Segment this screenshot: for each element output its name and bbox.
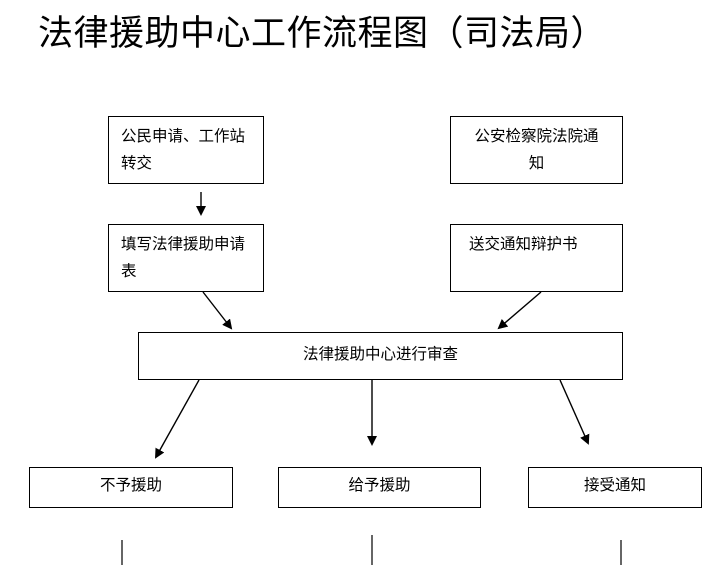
no-aid-box: 不予援助 <box>29 467 233 508</box>
no-aid-text: 不予援助 <box>99 476 162 494</box>
accept-notice-text: 接受通知 <box>583 476 646 494</box>
deliver-defense-letter-box: 送交通知辩护书 <box>450 224 623 292</box>
arrow-review-to-accept-notice <box>559 379 590 445</box>
accept-notice-box: 接受通知 <box>528 467 702 508</box>
fill-application-form-text: 填写法律援助申请表 <box>121 235 246 280</box>
center-review-box: 法律援助中心进行审查 <box>138 332 623 380</box>
grant-aid-box: 给予援助 <box>278 467 481 508</box>
procuratorate-court-notice-box: 公安检察院法院通知 <box>450 116 623 184</box>
arrow-defense-to-review <box>497 291 542 330</box>
arrow-form-to-review <box>202 291 233 330</box>
procuratorate-court-notice-text: 公安检察院法院通知 <box>474 127 599 172</box>
fill-application-form-box: 填写法律援助申请表 <box>108 224 264 292</box>
page-title: 法律援助中心工作流程图（司法局） <box>38 14 607 54</box>
arrow-review-to-no-aid <box>155 379 200 459</box>
deliver-defense-letter-text: 送交通知辩护书 <box>469 235 578 253</box>
citizen-application-text: 公民申请、工作站转交 <box>121 127 246 172</box>
grant-aid-text: 给予援助 <box>348 476 411 494</box>
center-review-text: 法律援助中心进行审查 <box>302 344 458 363</box>
citizen-application-box: 公民申请、工作站转交 <box>108 116 264 184</box>
